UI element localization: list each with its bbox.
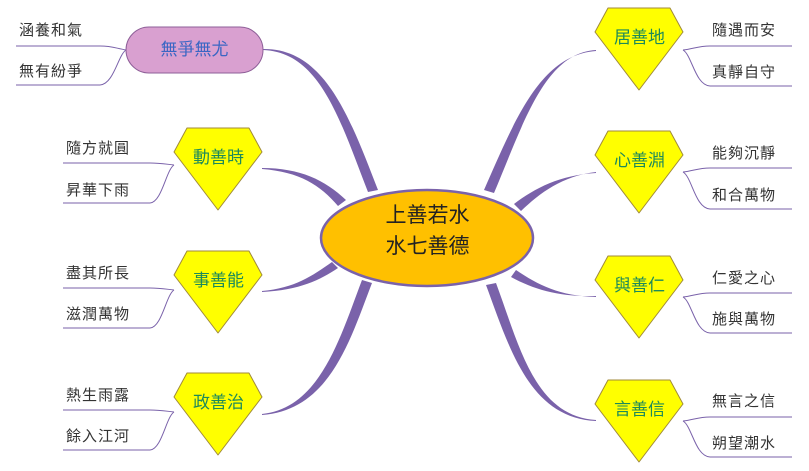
leaf-suifang-jiuyuan[interactable]: 隨方就圓 [66, 139, 131, 157]
branch-to-xinshanyuan [514, 172, 596, 211]
leaf-hehe-wanwu[interactable]: 和合萬物 [712, 186, 777, 204]
leaf-wuyou-fenzheng[interactable]: 無有紛爭 [19, 62, 84, 80]
central-topic-line2: 水七善德 [385, 234, 470, 258]
branch-to-yushanren [511, 270, 596, 297]
shishanneng-node-shape [173, 250, 263, 334]
leaf-nenggou-chenjing[interactable]: 能夠沉靜 [712, 144, 777, 162]
branch-to-zhengshanzhi [262, 280, 372, 415]
yushanren-node-shape [594, 255, 684, 339]
leaf-zhenjing-zishou[interactable]: 真靜自守 [712, 63, 777, 81]
topic-jushandi[interactable]: 居善地 [614, 28, 665, 48]
topic-xinshanyuan[interactable]: 心善淵 [614, 151, 665, 171]
central-topic-line1: 上善若水 [385, 203, 470, 227]
branch-to-jushandi [484, 50, 596, 193]
zhengshanzhi-node-shape [173, 372, 263, 456]
wuzheng-node-shape [125, 26, 264, 74]
leaf-jinqi-suochang[interactable]: 盡其所長 [66, 264, 131, 282]
branch-to-wuzheng [263, 48, 378, 192]
leaf-hanyang-heqi[interactable]: 涵養和氣 [19, 21, 84, 39]
topic-yanshanxin[interactable]: 言善信 [614, 400, 665, 420]
topic-wuzheng-wuyou[interactable]: 無爭無尤 [160, 40, 229, 60]
leaf-shenghua-xiayu[interactable]: 昇華下雨 [66, 181, 131, 199]
topic-yushanren[interactable]: 與善仁 [614, 276, 665, 296]
branch-to-yanshanxin [486, 283, 596, 421]
leaf-wuyan-zhixin[interactable]: 無言之信 [712, 392, 777, 410]
leaf-resheng-yulu[interactable]: 熱生雨露 [66, 386, 131, 404]
branch-to-shishanneng [262, 262, 338, 292]
leaf-suiyu-eran[interactable]: 隨遇而安 [712, 21, 777, 39]
central-topic-shape [319, 188, 535, 288]
leaf-shuowang-chaoshui[interactable]: 朔望潮水 [712, 434, 777, 452]
topic-shishanneng[interactable]: 事善能 [193, 271, 244, 291]
leaf-connectors [16, 45, 792, 458]
diamond-shapes [173, 7, 684, 463]
yanshanxin-node-shape [594, 379, 684, 463]
jushandi-node-shape [594, 7, 684, 91]
leaf-shiyu-wanwu[interactable]: 施與萬物 [712, 310, 777, 328]
central-topic[interactable]: 上善若水 水七善德 [321, 200, 534, 262]
branch-to-dongshanshi [262, 168, 346, 206]
leaf-renai-zhixin[interactable]: 仁愛之心 [712, 269, 777, 287]
xinshanyuan-node-shape [594, 130, 684, 214]
leaf-yuru-jianghe[interactable]: 餘入江河 [66, 427, 131, 445]
leaf-zirun-wanwu[interactable]: 滋潤萬物 [66, 305, 131, 323]
topic-zhengshanzhi[interactable]: 政善治 [193, 393, 244, 413]
topic-dongshanshi[interactable]: 動善時 [193, 148, 244, 168]
main-branches [262, 48, 596, 421]
dongshanshi-node-shape [173, 127, 263, 211]
